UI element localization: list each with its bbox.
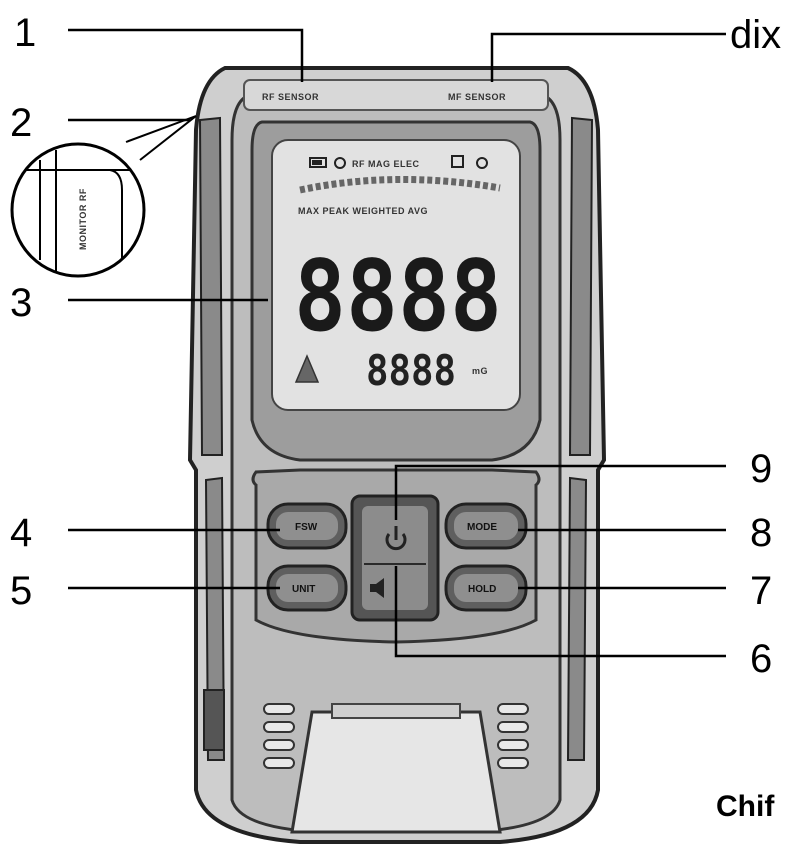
- fsw-button-cap[interactable]: [276, 512, 338, 540]
- hold-button-cap[interactable]: [454, 574, 518, 602]
- mode-button-label: MODE: [467, 522, 497, 533]
- callout-9: 9: [750, 447, 772, 491]
- callout-3: 3: [10, 281, 32, 325]
- signal-triangle-icon: [294, 354, 320, 383]
- speaker-icon: [370, 578, 384, 598]
- rf-sensor-label: RF SENSOR: [262, 92, 319, 102]
- right-vents: [497, 703, 529, 769]
- lcd-sub-unit: mG: [472, 366, 488, 376]
- lcd-modes-text: MAX PEAK WEIGHTED AVG: [298, 206, 428, 216]
- inset-text: MONITOR RF: [78, 188, 88, 250]
- callout-2: 2: [10, 101, 32, 145]
- power-button[interactable]: [350, 494, 440, 622]
- battery-icon-fill: [312, 160, 322, 165]
- leader-10: [490, 32, 726, 82]
- corner-label: Chif: [716, 790, 775, 823]
- mf-sensor-label: MF SENSOR: [448, 92, 506, 102]
- callout-7: 7: [750, 569, 772, 613]
- right-side-grip: [568, 116, 594, 456]
- right-lower-grip: [566, 476, 588, 761]
- auto-off-icon: [476, 157, 488, 169]
- unit-button-cap[interactable]: [276, 574, 338, 602]
- callout-1: 1: [14, 11, 36, 55]
- lcd-status-text: RF MAG ELEC: [352, 159, 420, 169]
- mode-button[interactable]: MODE: [444, 502, 528, 550]
- meter-device: RF SENSOR MF SENSOR RF MAG ELEC MAX PEAK…: [187, 66, 607, 844]
- fsw-button-label: FSW: [295, 522, 318, 533]
- lcd-sub-digits: 8888: [366, 346, 456, 395]
- callout-6: 6: [750, 637, 772, 681]
- mode-button-cap[interactable]: [454, 512, 518, 540]
- leader-6: [394, 566, 726, 658]
- lcd-main-digits: 8888: [294, 240, 502, 354]
- callout-labels: 1 2 3 4 5 6 7 8 9 dix: [10, 11, 781, 681]
- sensor-band: [243, 79, 549, 111]
- left-side-grip: [198, 116, 224, 456]
- leader-lines: [68, 28, 726, 658]
- fsw-button[interactable]: FSW: [266, 502, 348, 550]
- lcd-bar-graph: [299, 175, 501, 194]
- power-icon: [385, 526, 407, 551]
- lcd-screen: [271, 139, 521, 411]
- lower-cutout: [290, 710, 502, 834]
- callout-5: 5: [10, 569, 32, 613]
- callout-4: 4: [10, 511, 32, 555]
- data-hold-icon: [451, 155, 464, 168]
- sensor-detail-inset: MONITOR RF: [10, 115, 197, 278]
- left-vents: [263, 703, 295, 769]
- inset-circle: [10, 142, 146, 278]
- battery-icon: [309, 157, 327, 168]
- hold-button[interactable]: HOLD: [444, 564, 528, 612]
- leader-9: [394, 464, 726, 520]
- alarm-icon: [334, 157, 346, 169]
- hold-button-label: HOLD: [468, 584, 496, 595]
- unit-button-label: UNIT: [292, 584, 315, 595]
- lower-cutout-slot: [331, 703, 461, 719]
- callout-8: 8: [750, 511, 772, 555]
- callout-10: dix: [730, 13, 781, 57]
- side-switch: [203, 689, 225, 751]
- leader-1: [68, 28, 304, 82]
